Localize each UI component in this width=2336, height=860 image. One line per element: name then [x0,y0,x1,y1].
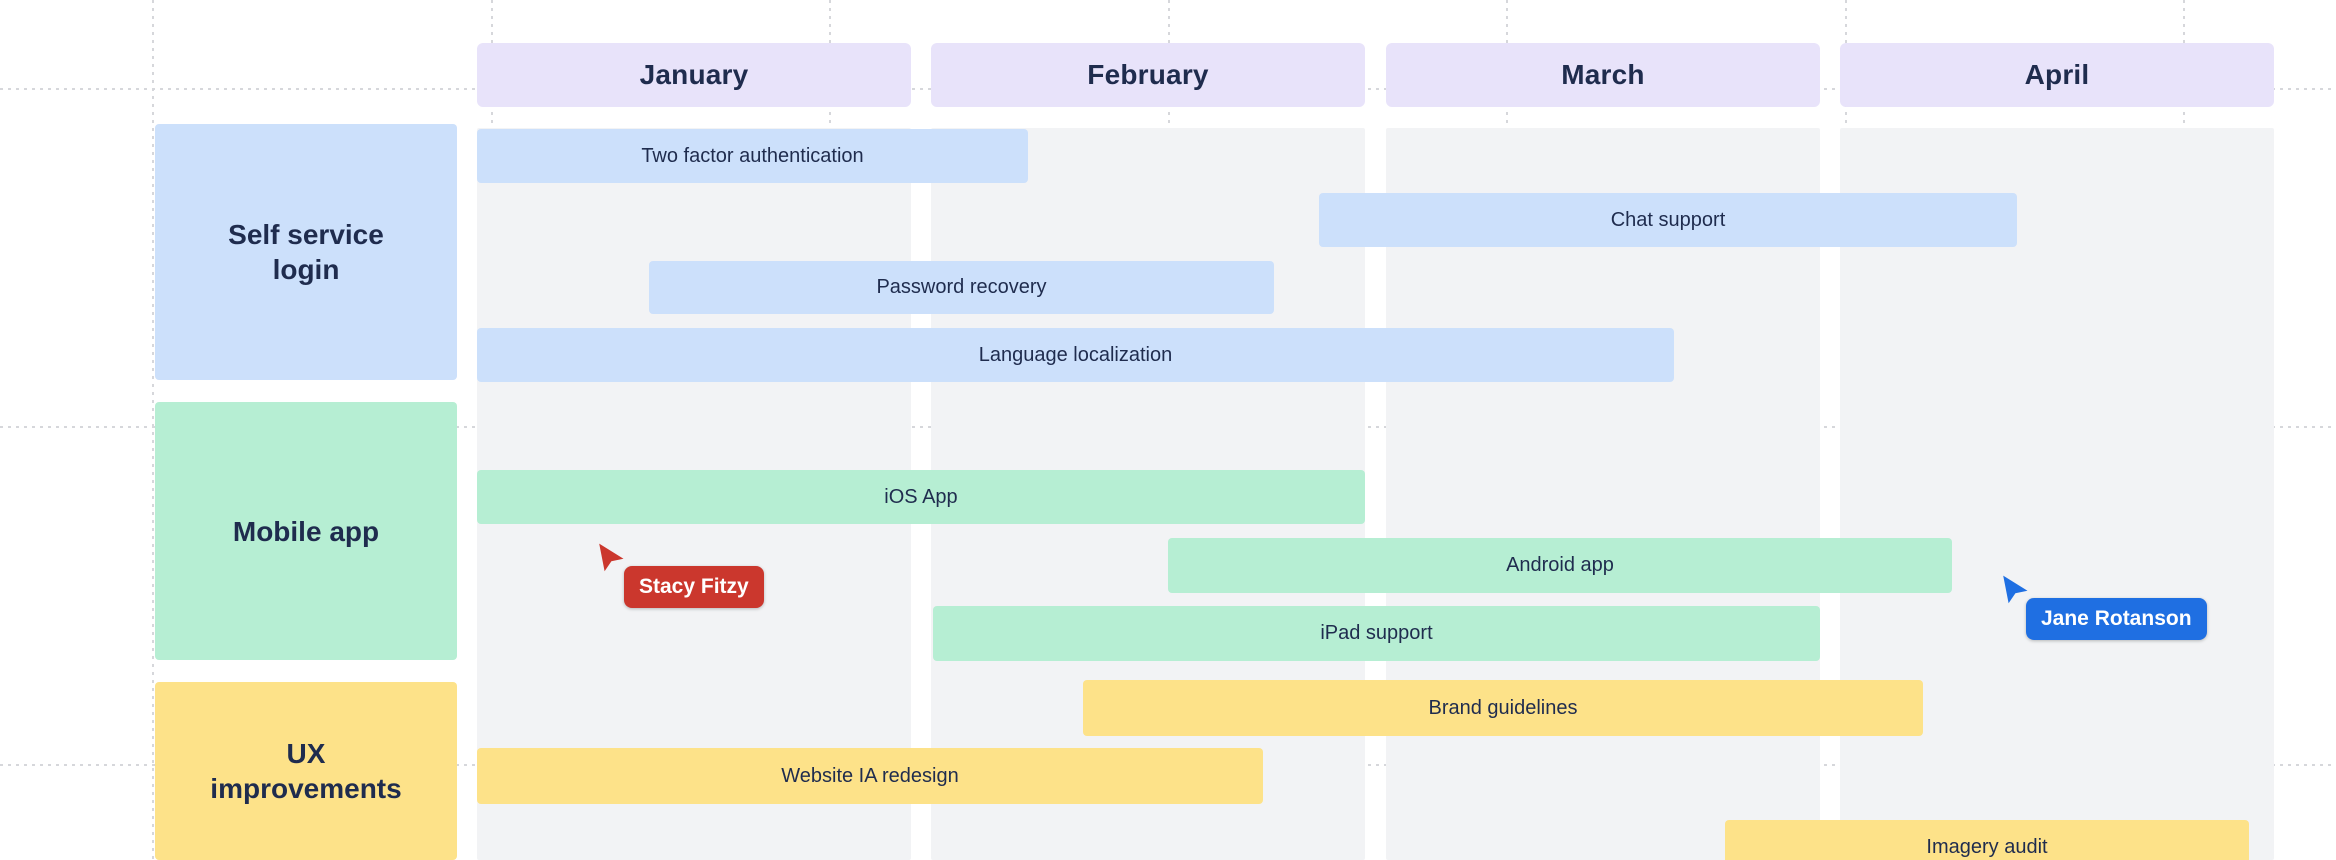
month-header-january[interactable]: January [477,43,911,107]
category-block-self-service-login[interactable]: Self service login [155,124,457,380]
task-label: Imagery audit [1926,836,2048,858]
task-label: Two factor authentication [641,144,864,167]
task-bar-android-app[interactable]: Android app [1168,538,1952,593]
task-label: iPad support [1320,622,1433,644]
task-bar-ios-app[interactable]: iOS App [477,470,1365,524]
category-label: Mobile app [232,515,380,547]
task-bar-language-localization[interactable]: Language localization [477,328,1674,382]
cursor-pointer-icon [599,543,624,572]
month-column-stripe-march [1386,128,1820,860]
task-label: Brand guidelines [1428,696,1578,719]
category-label: UX improvements [210,738,402,804]
task-label: Website IA redesign [781,764,959,787]
task-label: Chat support [1610,208,1726,231]
task-bar-imagery-audit[interactable]: Imagery audit [1725,820,2249,860]
task-bar-ipad-support[interactable]: iPad support [933,606,1820,661]
task-label: iOS App [884,485,958,508]
task-label: Password recovery [876,276,1047,298]
month-header-february[interactable]: February [931,43,1365,107]
category-block-mobile-app[interactable]: Mobile app [155,402,457,660]
task-bar-two-factor-authentication[interactable]: Two factor authentication [477,129,1028,183]
grid-line-vertical [152,0,154,860]
task-label: Android app [1506,554,1614,576]
task-bar-password-recovery[interactable]: Password recovery [649,261,1274,314]
month-column-stripe-april [1840,128,2274,860]
category-block-ux-improvements[interactable]: UX improvements [155,682,457,860]
cursor-pointer-icon [2003,575,2028,604]
cursor-name-label: Stacy Fitzy [624,566,764,608]
task-label: Language localization [978,343,1173,366]
cursor-name-label: Jane Rotanson [2026,598,2207,640]
task-bar-brand-guidelines[interactable]: Brand guidelines [1083,680,1923,736]
task-bar-chat-support[interactable]: Chat support [1319,193,2017,247]
month-header-april[interactable]: April [1840,43,2274,107]
month-header-march[interactable]: March [1386,43,1820,107]
category-label: Self service login [228,219,384,285]
task-bar-website-ia-redesign[interactable]: Website IA redesign [477,748,1263,804]
